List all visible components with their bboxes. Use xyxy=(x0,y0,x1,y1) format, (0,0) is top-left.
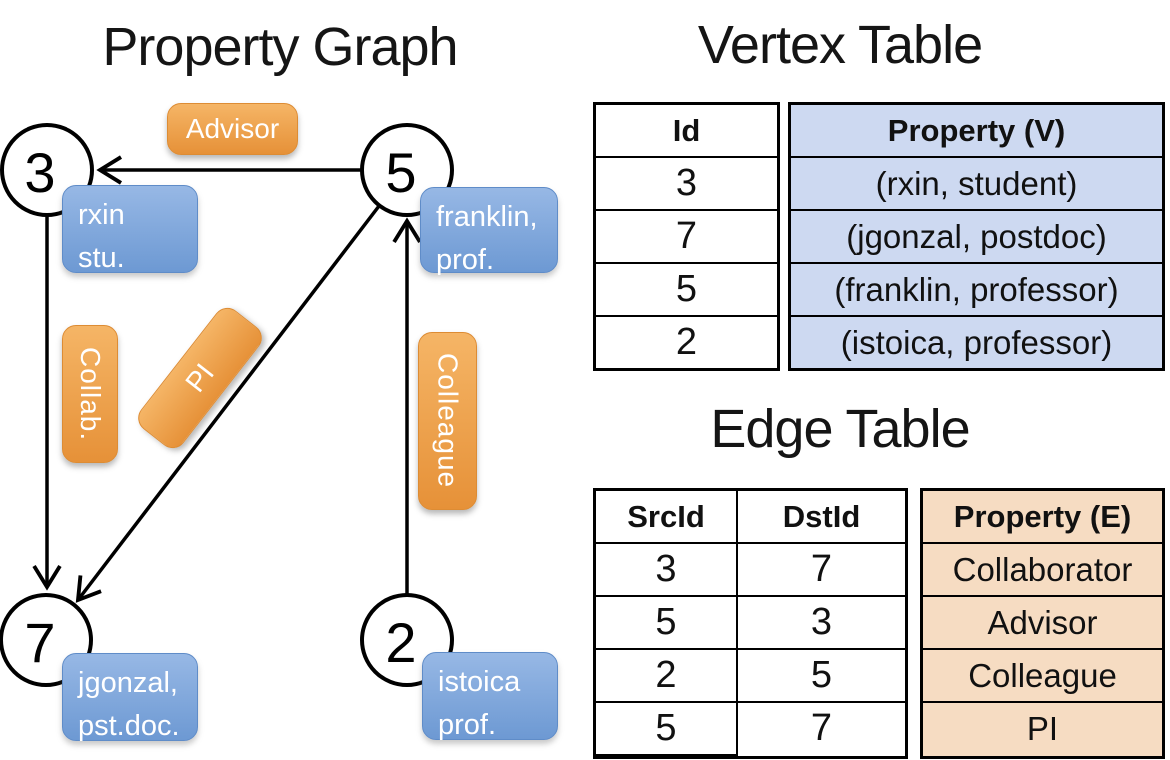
edge-label-colleague-text: Colleague xyxy=(432,353,464,489)
edge-table-cell-src: 2 xyxy=(596,650,738,703)
vertex-table-cell-id: 7 xyxy=(596,211,777,264)
node-label-3: 3 xyxy=(24,141,56,204)
edge-label-collab: Collab. xyxy=(62,325,118,463)
edge-table: SrcId DstId 3 7 5 3 2 5 5 7 Property (E)… xyxy=(593,488,1165,759)
edge-table-cell-dst: 7 xyxy=(738,544,905,597)
vertex-card-franklin: franklin,prof. xyxy=(420,187,558,276)
edge-table-property-column: Property (E) Collaborator Advisor Collea… xyxy=(920,488,1165,759)
edge-table-cell-src: 5 xyxy=(596,597,738,650)
edge-table-title: Edge Table xyxy=(710,399,970,459)
node-label-2: 2 xyxy=(385,611,417,674)
vertex-table: Id 3 7 5 2 Property (V) (rxin, student) … xyxy=(593,102,1165,371)
edge-label-advisor: Advisor xyxy=(167,103,298,155)
edge-table-cell-property: PI xyxy=(1026,709,1059,747)
edge-table-header-property: Property (E) xyxy=(923,491,1162,544)
vertex-table-id-column: Id 3 7 5 2 xyxy=(593,102,780,371)
edge-label-colleague: Colleague xyxy=(418,332,477,510)
edge-table-cell-property: Collaborator xyxy=(923,544,1162,597)
edge-table-cell-src: 3 xyxy=(596,544,738,597)
vertex-table-cell-id: 5 xyxy=(596,264,777,317)
vertex-table-title: Vertex Table xyxy=(697,15,983,75)
vertex-table-cell-property: (istoica, professor) xyxy=(840,323,1113,361)
edge-table-header-dstid: DstId xyxy=(738,491,905,544)
edge-table-cell-dst: 7 xyxy=(810,707,833,749)
vertex-table-cell-property: (jgonzal, postdoc) xyxy=(791,211,1162,264)
vertex-table-cell-id: 3 xyxy=(596,158,777,211)
vertex-table-cell-property: (franklin, professor) xyxy=(791,264,1162,317)
vertex-table-property-column: Property (V) (rxin, student) (jgonzal, p… xyxy=(788,102,1165,371)
edge-table-cell-dst: 3 xyxy=(738,597,905,650)
vertex-table-header-id: Id xyxy=(596,105,777,158)
edge-pi-5-to-7 xyxy=(75,204,381,603)
node-label-7: 7 xyxy=(24,611,56,674)
vertex-card-jgonzal-text: jgonzal,pst.doc. xyxy=(78,667,180,742)
vertex-card-jgonzal: jgonzal,pst.doc. xyxy=(62,653,198,742)
vertex-table-cell-id: 2 xyxy=(675,321,698,363)
edge-table-cell-property: Advisor xyxy=(923,597,1162,650)
vertex-table-header-property: Property (V) xyxy=(791,105,1162,158)
edge-label-collab-text: Collab. xyxy=(75,346,106,442)
vertex-card-franklin-text: franklin,prof. xyxy=(436,201,538,276)
edge-table-cell-src: 5 xyxy=(596,703,738,756)
node-label-5: 5 xyxy=(385,141,417,204)
edge-table-cell-property: Colleague xyxy=(923,650,1162,703)
edge-table-header-srcid: SrcId xyxy=(596,491,738,544)
vertex-table-cell-property: (rxin, student) xyxy=(791,158,1162,211)
edge-table-id-columns: SrcId DstId 3 7 5 3 2 5 5 7 xyxy=(593,488,908,759)
property-graph-title: Property Graph xyxy=(102,17,458,77)
edge-table-cell-dst: 5 xyxy=(738,650,905,703)
